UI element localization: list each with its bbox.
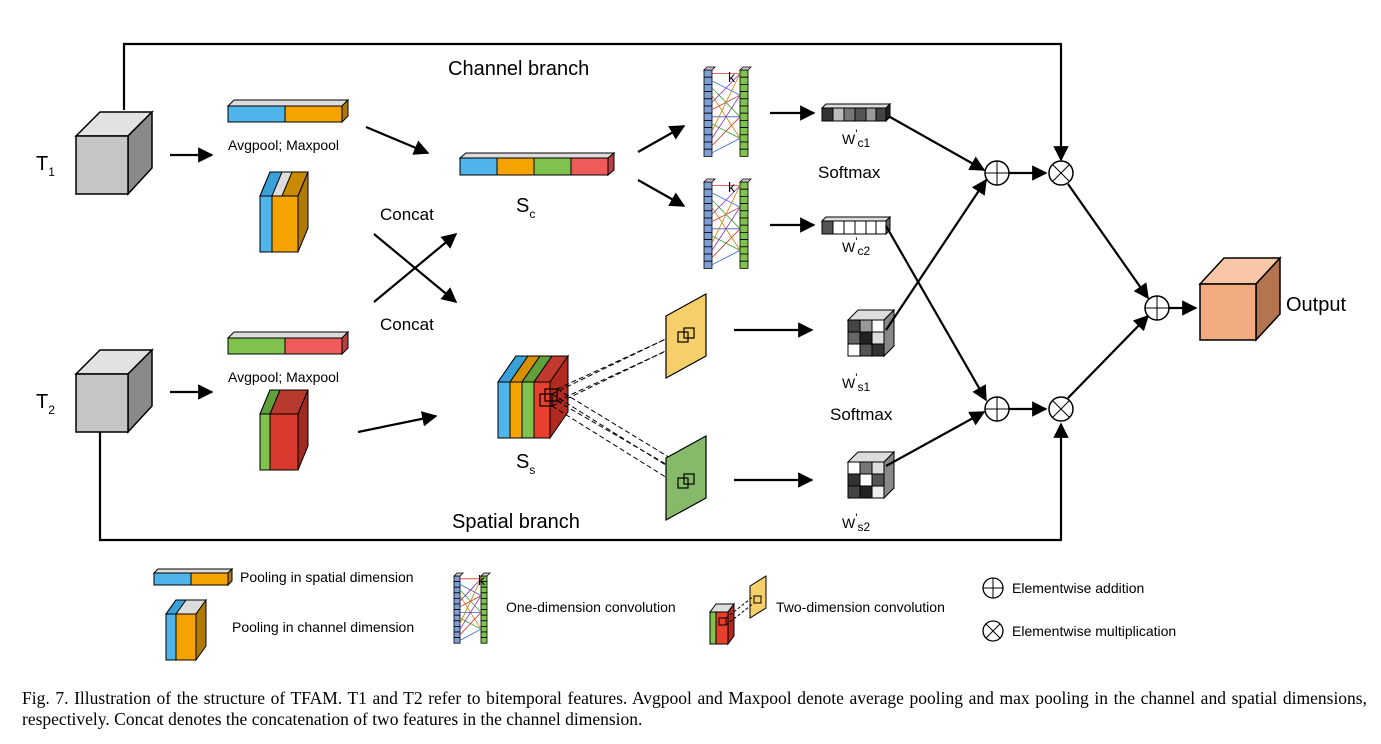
wc1-label: W'c1 (842, 127, 871, 150)
t1-spatial-pool-vector (226, 98, 350, 124)
ws2-label: W's2 (842, 511, 871, 534)
ws2-to-add2 (885, 411, 986, 467)
figure-caption: Fig. 7. Illustration of the structure of… (22, 688, 1367, 729)
legend-spatial-pool-icon (152, 567, 234, 587)
ws1-grid (846, 308, 896, 358)
wc2-vector (820, 215, 892, 236)
t1-skip-line (122, 42, 1069, 162)
t2-channel-pool-maps (259, 389, 309, 471)
legend-channel-pool-label: Pooling in channel dimension (232, 619, 414, 635)
ss-label: Ss (516, 451, 535, 477)
kernel-label-1: k (728, 69, 736, 85)
legend-conv1d-icon (453, 572, 491, 644)
mul1-to-final-add (1067, 183, 1149, 300)
legend-mul-icon (982, 620, 1004, 642)
output-label: Output (1286, 294, 1346, 316)
conv2d-output-map-1 (665, 292, 707, 380)
ws1-label: W's1 (842, 371, 871, 394)
kernel-label-2: k (728, 179, 736, 195)
t2-label: T2 (36, 391, 55, 417)
legend-conv2d-icon (709, 575, 767, 646)
legend-spatial-pool-label: Pooling in spatial dimension (240, 569, 414, 585)
sc-vector (458, 151, 616, 177)
t2-skip-line (98, 422, 1069, 542)
add-op-2 (984, 396, 1010, 422)
legend-channel-pool-icon (165, 598, 207, 662)
wc2-label: W'c2 (842, 235, 871, 258)
output-cube (1198, 256, 1282, 342)
legend-add-icon (982, 577, 1004, 599)
sc-to-conv2-arrow (637, 179, 686, 207)
t2-pool-label: Avgpool; Maxpool (228, 369, 339, 385)
wc1-to-add1 (889, 116, 986, 171)
mul-op-1 (1048, 160, 1074, 186)
ws2-grid (846, 450, 896, 500)
softmax-label-bottom: Softmax (830, 405, 893, 424)
concat-cross-arrow-up (373, 233, 458, 303)
add-op-1 (984, 160, 1010, 186)
t2-pool-to-ss-arrow (357, 411, 438, 434)
wc2-to-add2 (885, 225, 987, 402)
softmax-label-top: Softmax (818, 163, 881, 182)
t1-pool-to-sc-arrow (365, 125, 430, 155)
add-op-final (1144, 295, 1170, 321)
t1-pool-label: Avgpool; Maxpool (228, 137, 339, 153)
concat-label-bottom: Concat (380, 315, 434, 334)
sc-to-conv1-arrow (637, 125, 686, 153)
ws1-to-add1 (885, 178, 987, 331)
t2-cube (74, 348, 154, 434)
sc-label: Sc (516, 195, 535, 221)
conv2d-output-map-2 (665, 434, 707, 522)
t1-label: T1 (36, 153, 55, 179)
legend-conv2d-label: Two-dimension convolution (776, 599, 945, 615)
conv1d-block-2 (703, 178, 752, 269)
concat-label-top: Concat (380, 205, 434, 224)
tfam-diagram: Channel branch Spatial branch T1 T2 Avgp… (36, 42, 1346, 662)
channel-branch-label: Channel branch (448, 58, 589, 80)
wc1-vector (820, 102, 892, 123)
mul2-to-final-add (1067, 314, 1150, 399)
legend-kernel-label: k (478, 572, 486, 588)
t1-channel-pool-maps (259, 171, 309, 253)
legend-mul-label: Elementwise multiplication (1012, 623, 1176, 639)
t2-spatial-pool-vector (226, 330, 350, 356)
legend-conv1d-label: One-dimension convolution (506, 599, 676, 615)
mul-op-2 (1048, 396, 1074, 422)
conv1d-block-1 (703, 66, 752, 157)
spatial-branch-label: Spatial branch (452, 511, 580, 533)
legend-add-label: Elementwise addition (1012, 580, 1144, 596)
ss-stack (497, 354, 569, 440)
t1-cube (74, 110, 154, 196)
